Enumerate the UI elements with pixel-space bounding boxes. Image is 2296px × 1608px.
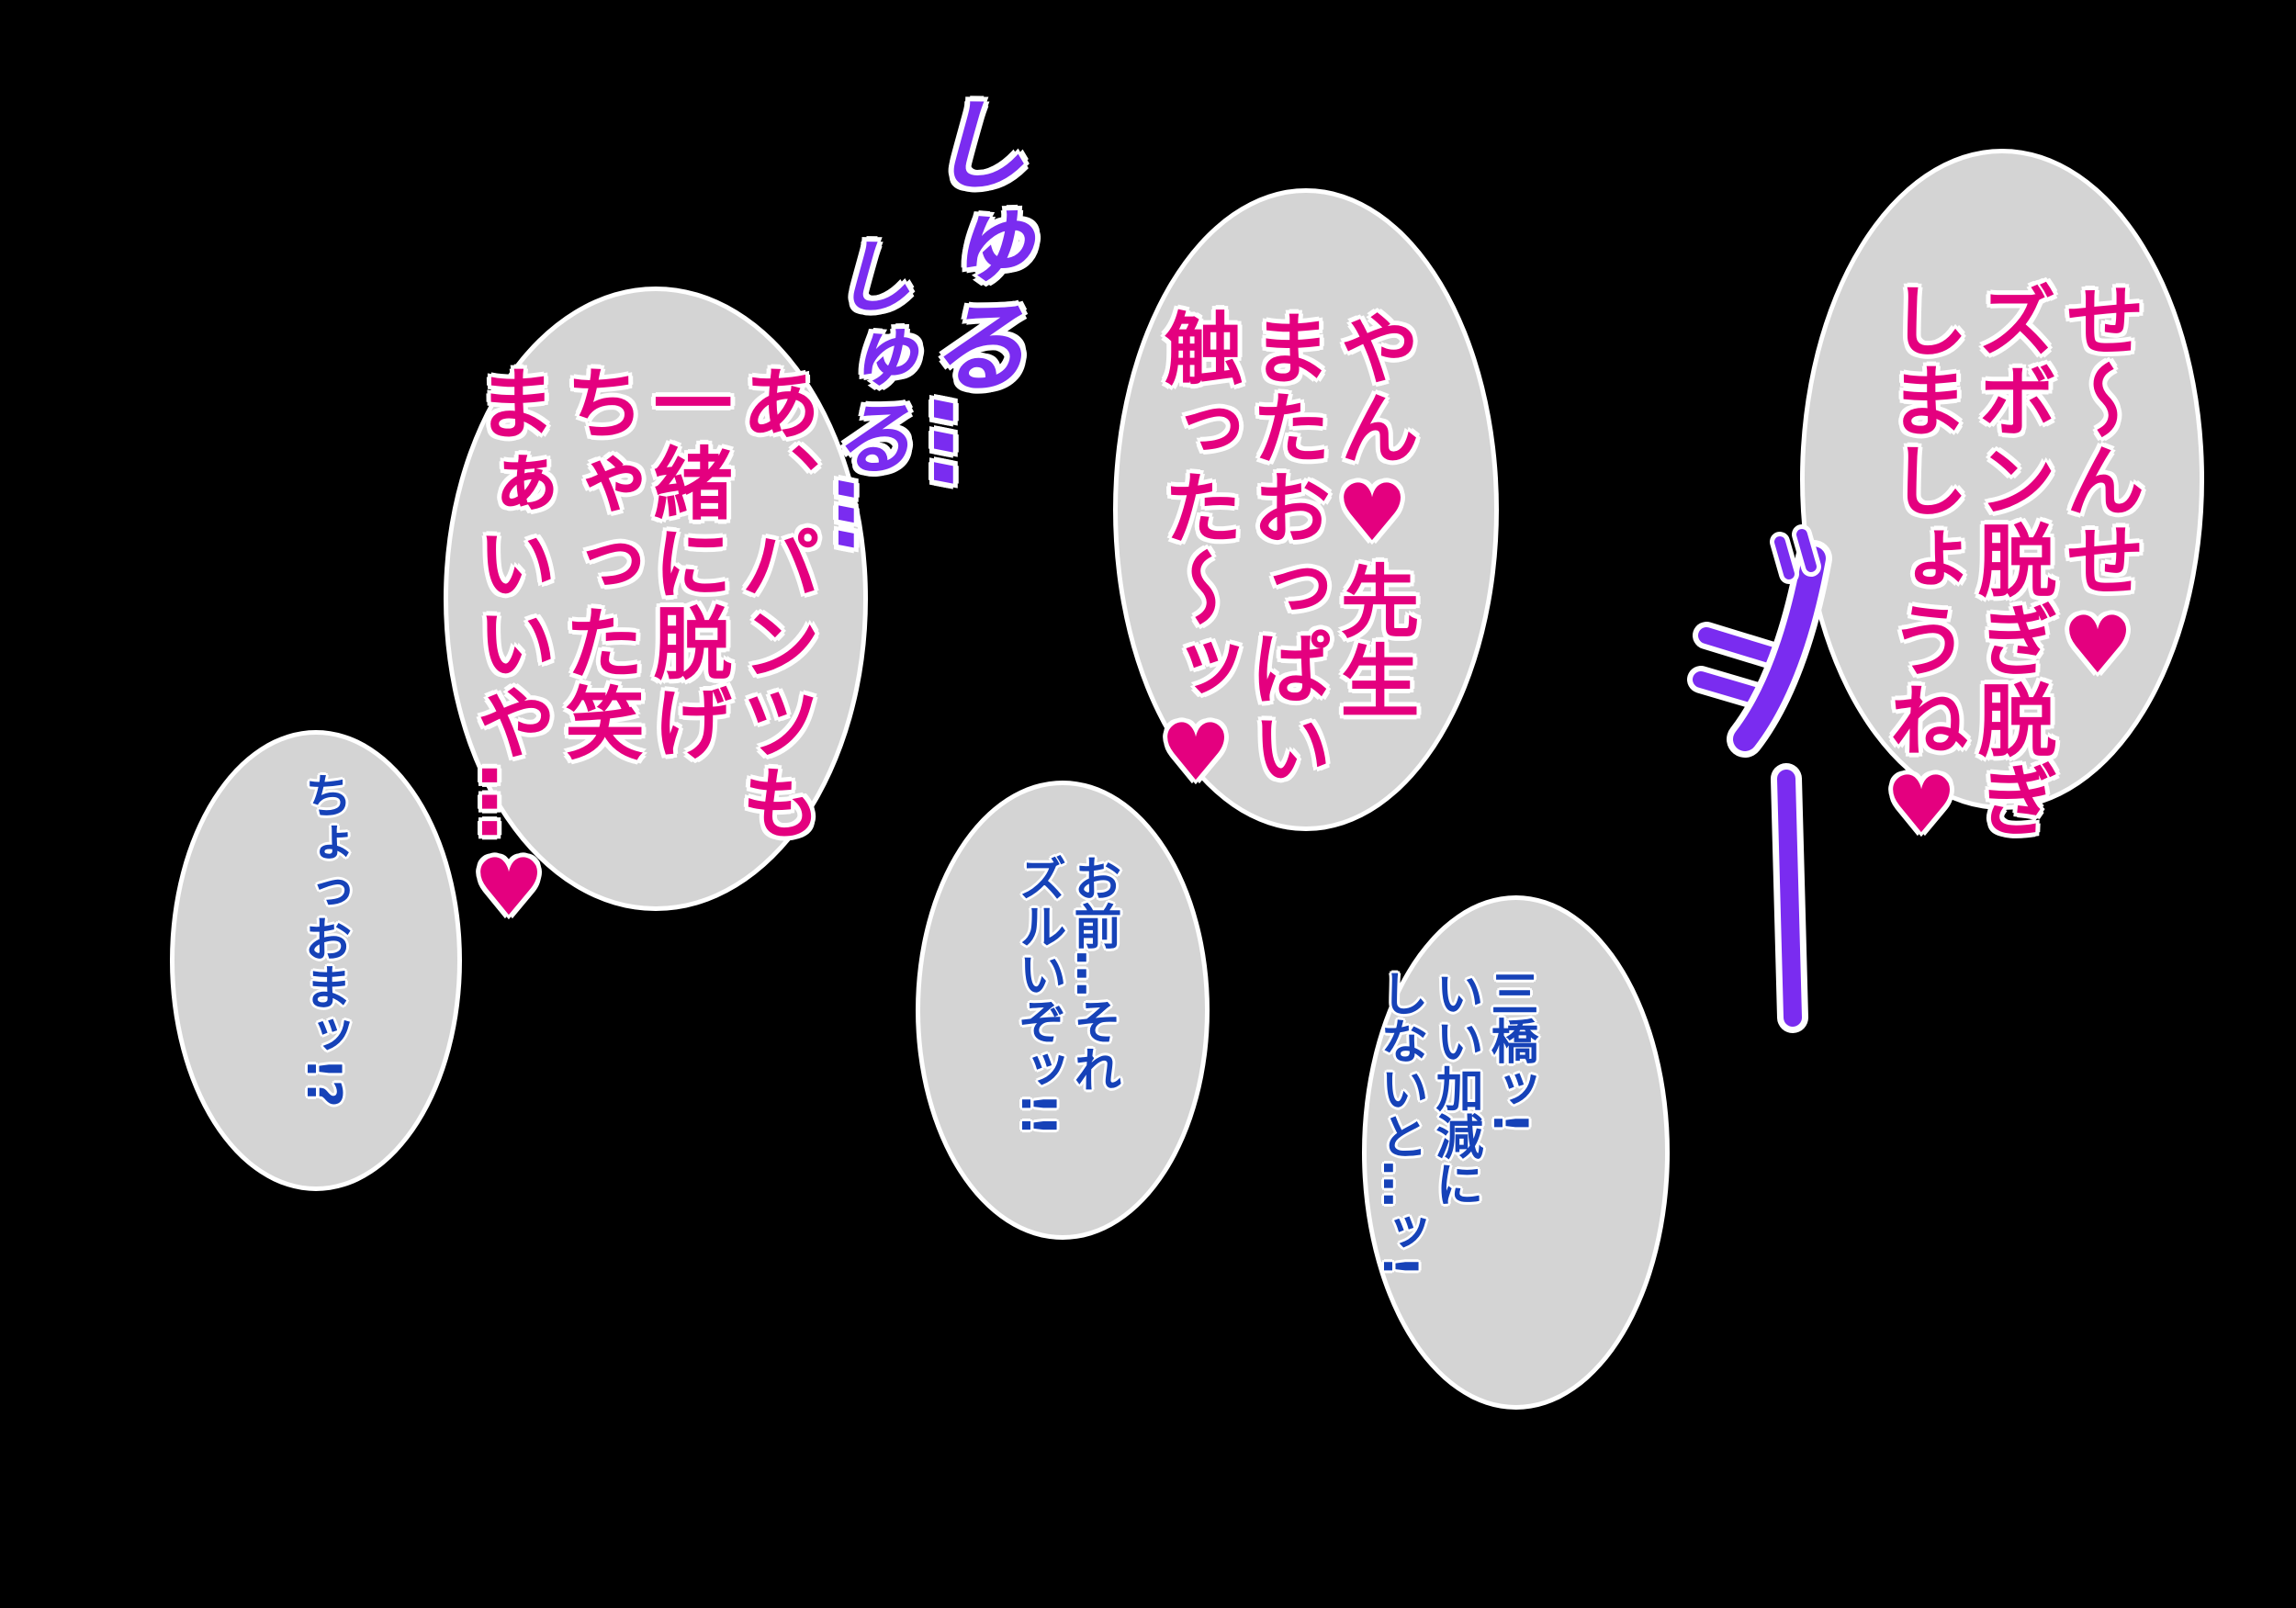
- speech-bubble-pants: [444, 287, 868, 911]
- sfx-shuru-small: しゅる…: [819, 234, 914, 557]
- speech-bubble-sensei: [1800, 149, 2204, 810]
- sfx-zi-dash-1-inner: [1698, 627, 1781, 664]
- dialogue-omae-text: お前…それ ズルいぞッ!!: [1010, 854, 1120, 1137]
- speech-bubble-oppai: [1113, 188, 1499, 831]
- sfx-zi-glyph: [1687, 524, 1832, 758]
- speech-bubble-choto: [170, 730, 462, 1191]
- dialogue-pants-text: あ、パンツも 一緒に脱げ ちゃった笑 まぁいいや…♥: [463, 363, 819, 935]
- dialogue-choto-text: ちょっおまッ!?: [296, 771, 351, 1108]
- speech-bubble-mitsuhashi: [1362, 895, 1670, 1410]
- dialogue-mitsuhashi-text: 三橋ッ! いい加減に しないと…ッ!: [1372, 969, 1537, 1277]
- dialogue-sensei-text: せ〜んせ♥ ズボン脱ぎ脱ぎ しましょうね♥: [1875, 280, 2144, 852]
- dialogue-oppai-text: やん♥先生 またおっぱい 触った〜ッ♥: [1150, 308, 1418, 800]
- sfx-shuru-large: しゅる…: [910, 92, 1028, 496]
- speech-bubble-omae: [916, 781, 1210, 1240]
- sfx-long-bar: [1771, 763, 1808, 1033]
